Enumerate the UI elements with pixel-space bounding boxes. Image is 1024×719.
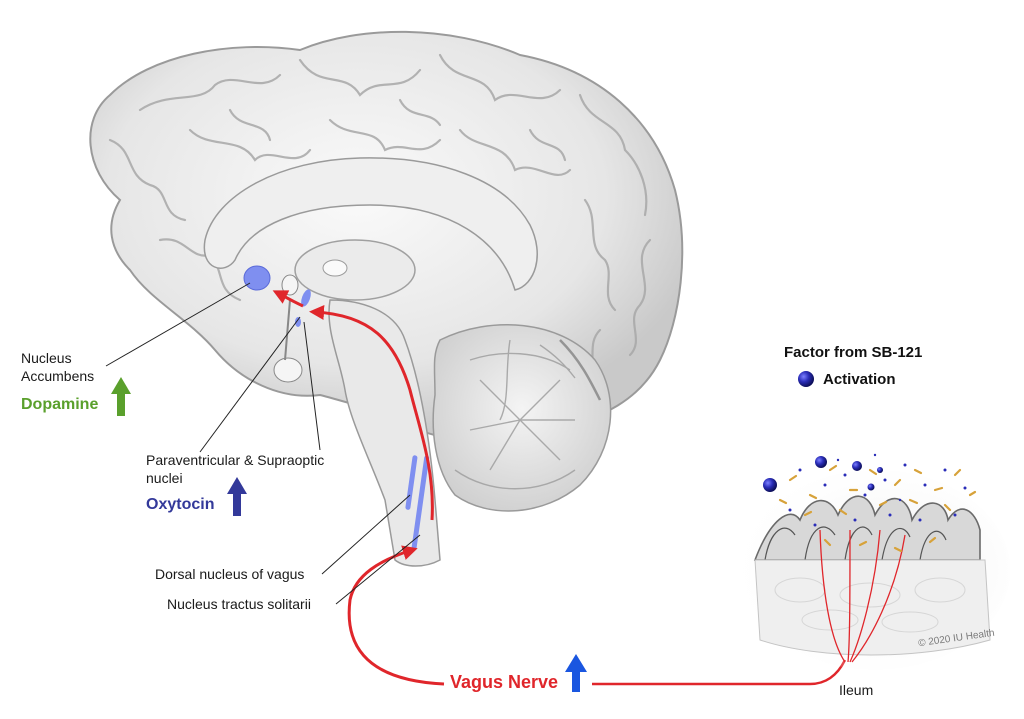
- nucleus-accumbens-label-line1: Nucleus: [21, 350, 72, 366]
- activation-sphere-icon: [798, 371, 814, 387]
- oxytocin-label: Oxytocin: [146, 496, 215, 513]
- pvn-label-line1: Paraventricular & Supraoptic: [146, 452, 325, 468]
- ascending-pathway: [309, 305, 434, 521]
- activation-spheres: [763, 456, 883, 492]
- brainstem: [328, 299, 441, 567]
- legend-activation-label: Activation: [823, 371, 896, 388]
- legend-title: Factor from SB-121: [784, 344, 923, 361]
- thalamus: [294, 239, 416, 301]
- vagus-nerve-label: Vagus Nerve: [450, 672, 559, 692]
- ileum-illustration: [740, 453, 1010, 670]
- pvn-label-line2: nuclei: [146, 470, 183, 486]
- dopamine-up-arrow-icon: [111, 377, 131, 416]
- nucleus-accumbens-label-line2: Accumbens: [21, 368, 95, 384]
- vagus-up-arrow-icon: [565, 654, 587, 692]
- oxytocin-up-arrow-icon: [227, 477, 247, 516]
- to-accumbens-pathway: [272, 290, 304, 308]
- dopamine-label: Dopamine: [21, 396, 99, 413]
- vagus-from-ileum: [592, 659, 847, 686]
- dorsal-nucleus-label: Dorsal nucleus of vagus: [155, 566, 305, 582]
- brain-illustration: [89, 30, 684, 567]
- leader-lines: [105, 282, 421, 605]
- nts-marker: [411, 455, 430, 550]
- corpus-callosum: [203, 157, 538, 291]
- vagus-afferent-curve: [347, 545, 445, 686]
- nucleus-accumbens-marker: [243, 265, 271, 291]
- pvn-marker: [301, 289, 311, 307]
- son-marker: [295, 317, 301, 327]
- ileum-label: Ileum: [839, 682, 874, 698]
- nts-label: Nucleus tractus solitarii: [167, 596, 311, 612]
